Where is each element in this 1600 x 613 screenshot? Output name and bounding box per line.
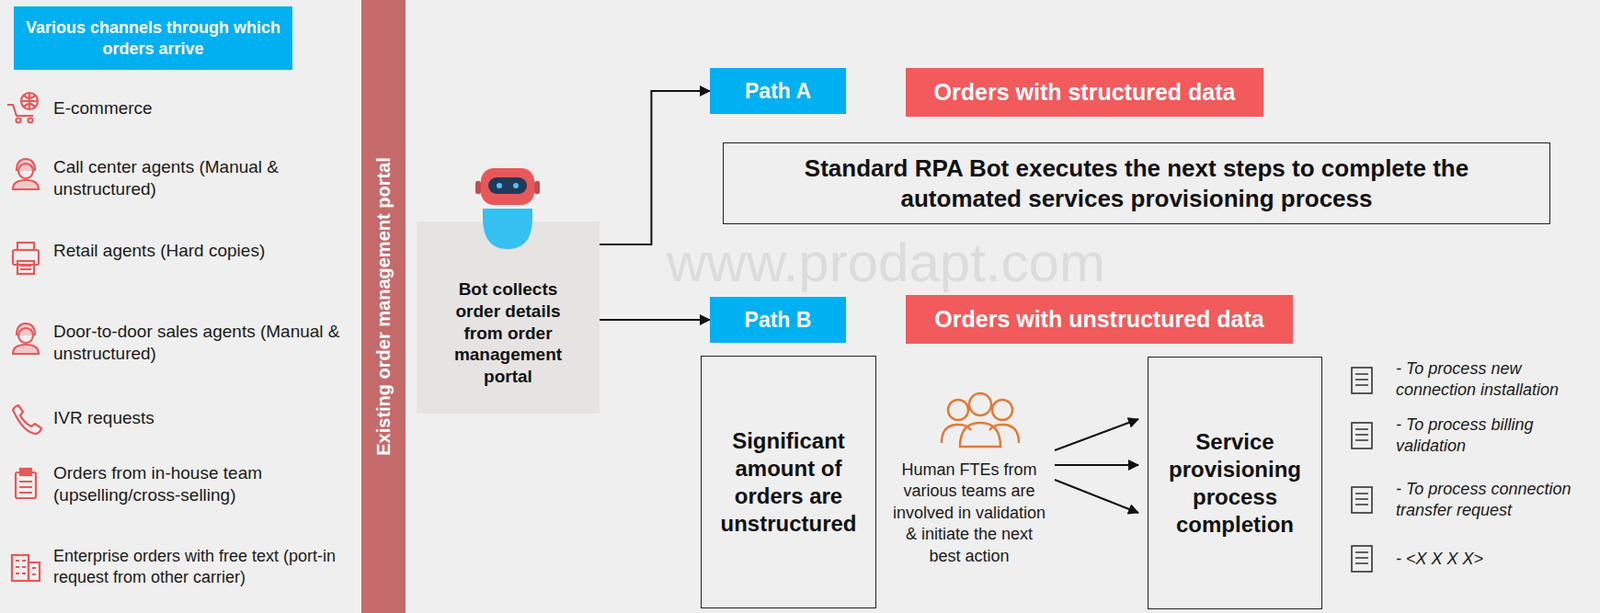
box-label: Bot collects order details from order ma…: [434, 278, 583, 389]
robot-icon: [473, 162, 542, 252]
channel-label: Orders from in-house team (upselling/cro…: [53, 462, 357, 507]
box-label: Significant amount of orders are unstruc…: [710, 427, 867, 538]
watermark: www.prodapt.com: [666, 228, 1106, 298]
channel-label: IVR requests: [53, 407, 357, 430]
box-label: Service provisioning process completion: [1157, 428, 1313, 539]
path-tag: Path B: [709, 297, 846, 343]
channel-label: Retail agents (Hard copies): [53, 240, 357, 263]
portal-band: Existing order management portal: [361, 0, 406, 613]
document-icons: [1351, 367, 1372, 572]
process-box: Standard RPA Bot executes the next steps…: [722, 142, 1551, 225]
box-label: Path A: [744, 78, 812, 105]
band-label: Existing order management portal: [372, 157, 396, 457]
channel-label: Call center agents (Manual & unstructure…: [53, 156, 357, 201]
flow-arrow: [599, 91, 710, 245]
note-text: Human FTEs from various teams are involv…: [890, 459, 1049, 568]
process-box: Significant amount of orders are unstruc…: [700, 355, 877, 609]
bot-box: Bot collects order details from order ma…: [416, 221, 600, 414]
path-tag: Path A: [709, 68, 846, 115]
box-label: Orders with structured data: [934, 78, 1236, 107]
channel-icons: [7, 92, 42, 582]
box-label: Various channels through which orders ar…: [22, 17, 284, 59]
header-box: Various channels through which orders ar…: [13, 6, 293, 70]
list-item: - To process billing validation: [1395, 414, 1594, 457]
box-label: Orders with unstructured data: [934, 305, 1264, 334]
fan-out-arrows: [1054, 419, 1139, 514]
list-item: - <X X X X>: [1395, 548, 1594, 571]
list-item: - To process connection transfer request: [1395, 479, 1594, 521]
list-item: - To process new connection installation: [1395, 358, 1594, 400]
channel-label: Enterprise orders with free text (port-i…: [53, 546, 357, 588]
channel-label: E-commerce: [53, 97, 357, 120]
box-label: Standard RPA Bot executes the next steps…: [787, 153, 1486, 214]
human-group-icon: [941, 393, 1019, 447]
category-banner: Orders with structured data: [905, 68, 1264, 117]
category-banner: Orders with unstructured data: [905, 295, 1293, 344]
process-box: Service provisioning process completion: [1147, 356, 1323, 610]
flow-arrow: [599, 319, 710, 321]
channel-label: Door-to-door sales agents (Manual & unst…: [53, 320, 357, 366]
box-label: Path B: [744, 307, 812, 334]
